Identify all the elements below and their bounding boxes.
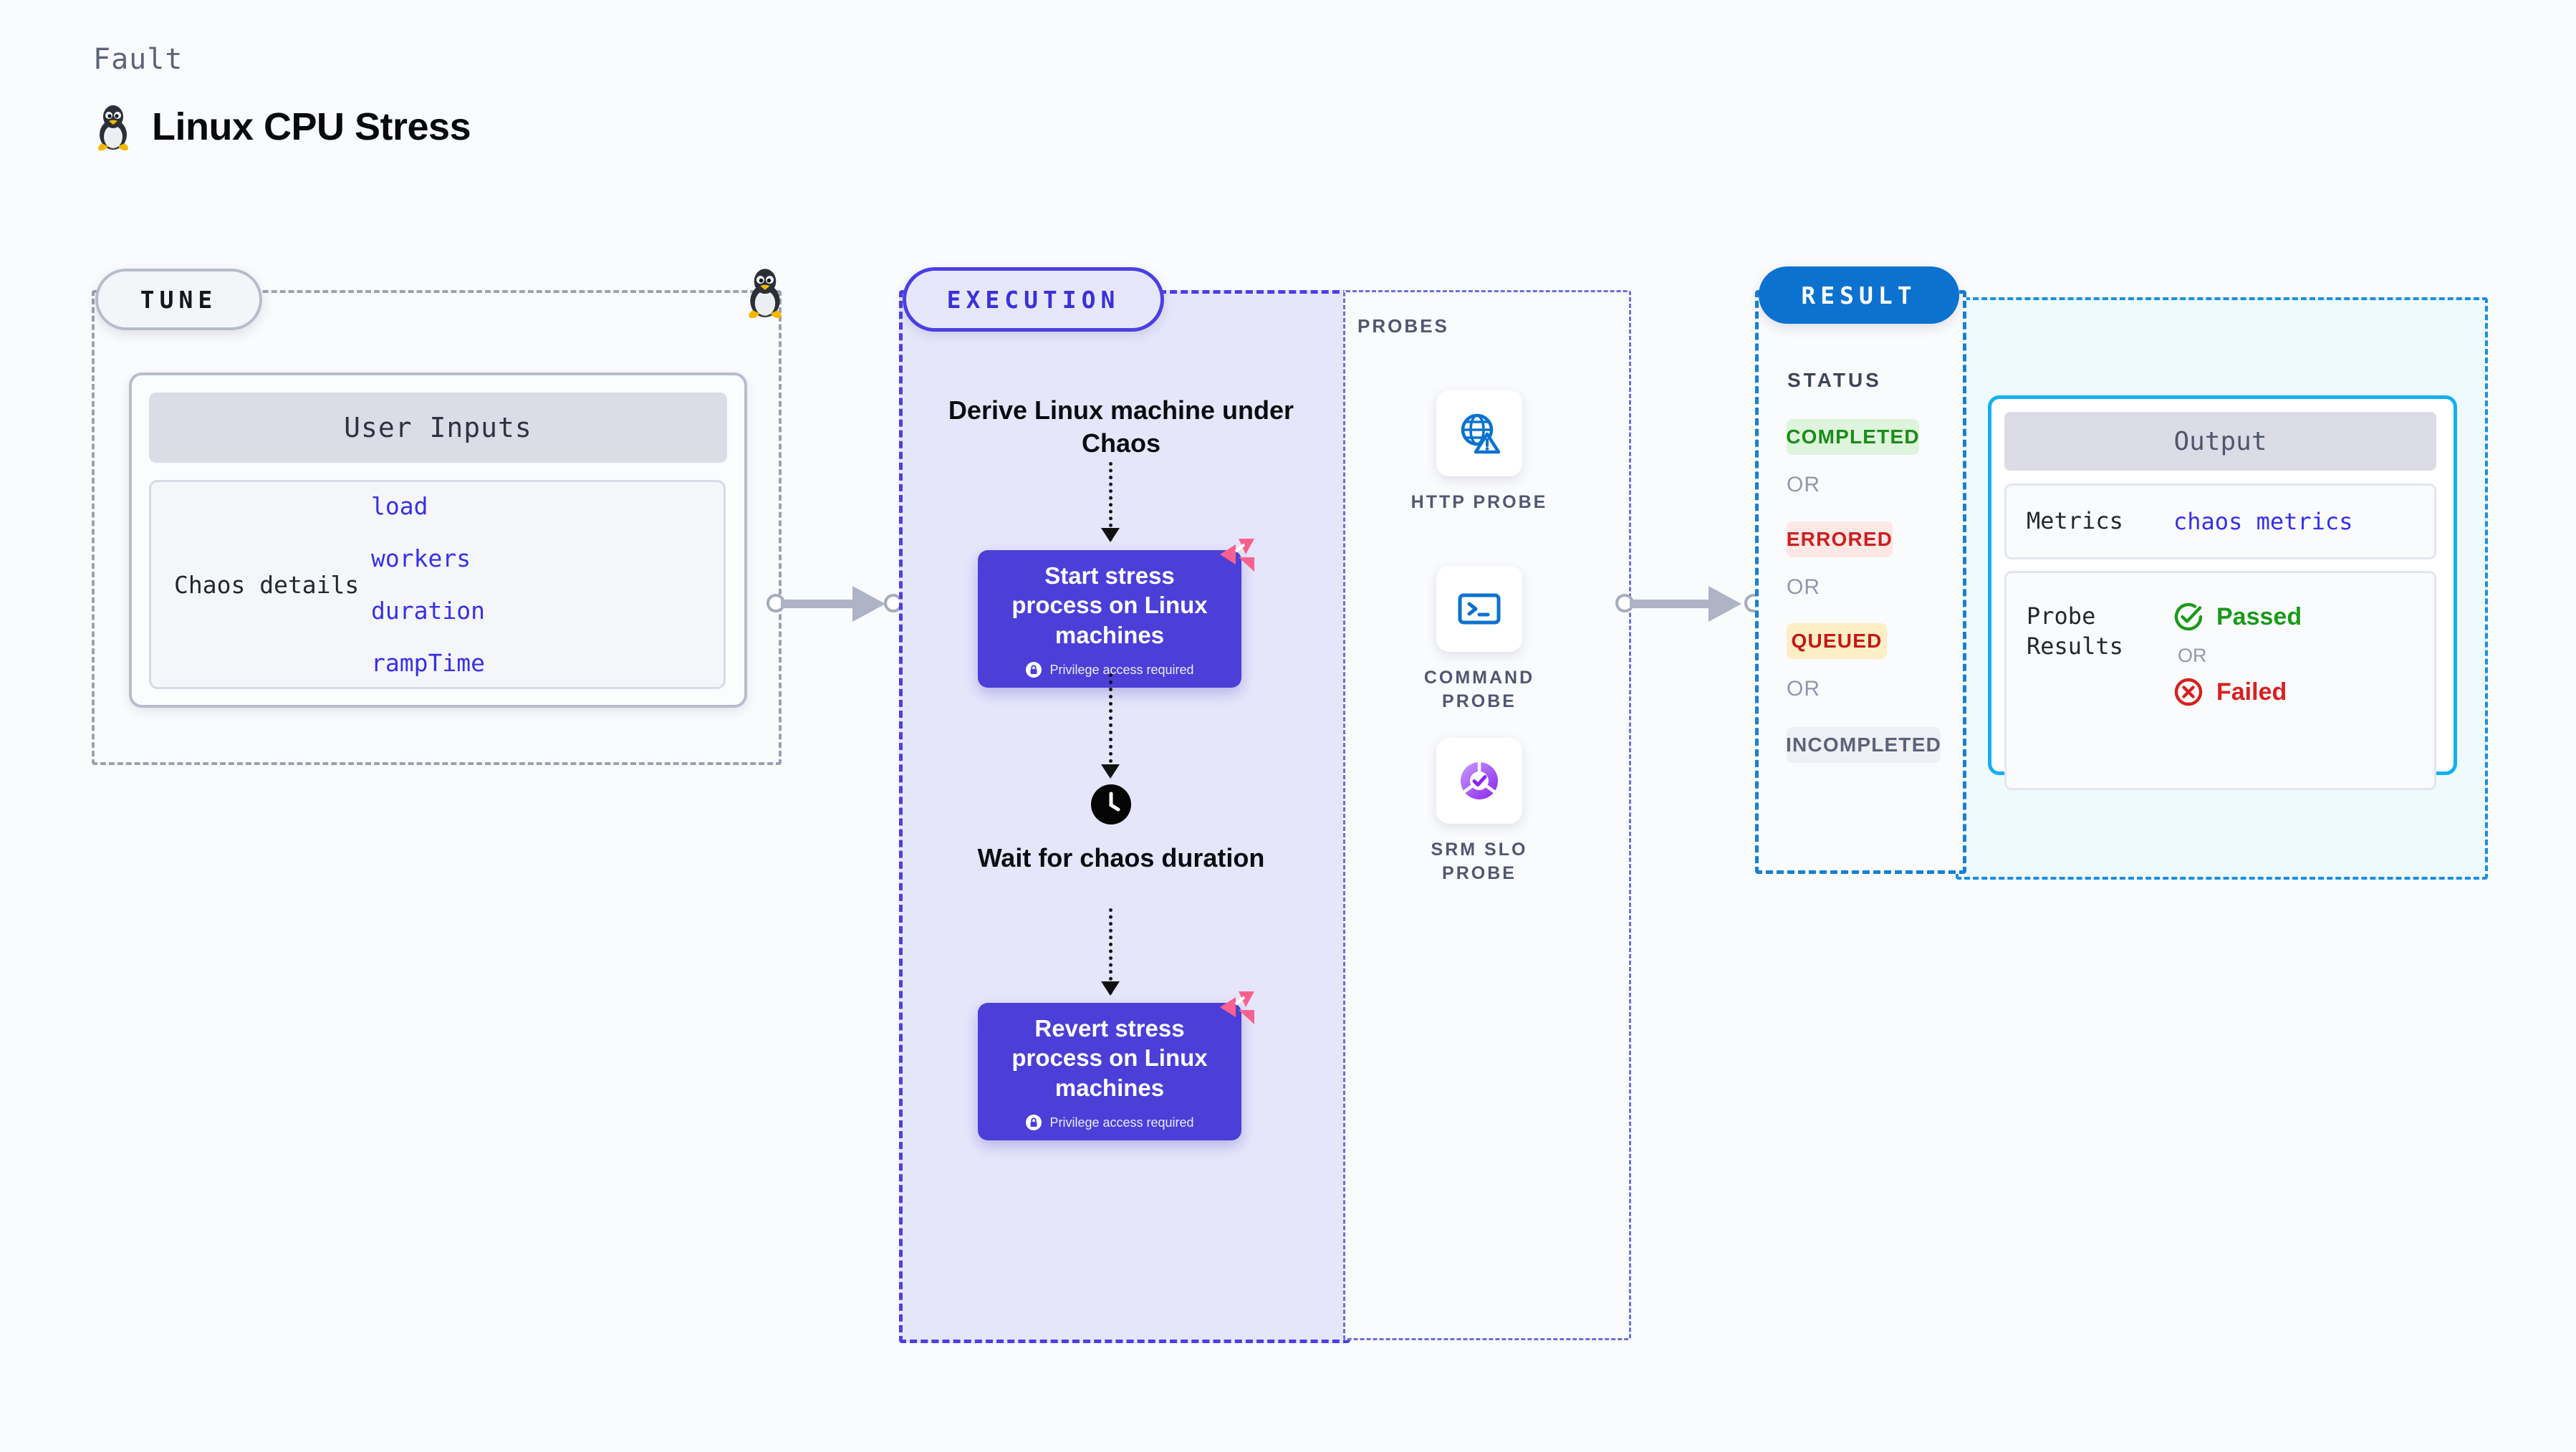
probe-result-failed-text: Failed	[2216, 678, 2287, 706]
terminal-icon	[1458, 593, 1501, 625]
probes-section-label: PROBES	[1357, 315, 1449, 337]
probe-command-tile	[1436, 566, 1522, 652]
status-or-3: OR	[1787, 677, 1820, 701]
page-title: Linux CPU Stress	[152, 105, 471, 148]
flow-arrow-3	[1101, 908, 1120, 996]
chaos-param-duration: duration	[371, 597, 485, 625]
status-or-1: OR	[1787, 473, 1820, 496]
connector-execution-to-result	[1615, 586, 1766, 622]
probe-result-failed: Failed	[2173, 677, 2302, 707]
start-stress-title: Start stress process on Linux machines	[1011, 562, 1208, 648]
wait-step-label: Wait for chaos duration	[977, 843, 1265, 872]
linux-penguin-icon	[98, 105, 128, 150]
revert-stress-card[interactable]: Revert stress process on Linux machines …	[978, 991, 1254, 1140]
x-circle-icon	[2174, 678, 2203, 706]
chaos-param-workers: workers	[371, 544, 471, 572]
revert-privilege-text: Privilege access required	[1049, 1115, 1194, 1130]
probe-http-tile	[1436, 390, 1522, 476]
chaos-details-row: Chaos details load workers duration ramp…	[149, 480, 726, 689]
probe-command[interactable]: COMMAND PROBE	[1424, 566, 1532, 713]
revert-stress-title: Revert stress process on Linux machines	[1011, 1014, 1208, 1101]
status-or-2: OR	[1787, 575, 1820, 599]
metrics-value: chaos metrics	[2173, 508, 2353, 535]
probe-results-row: Probe Results Passed OR Failed	[2004, 571, 2436, 790]
status-label: STATUS	[1787, 369, 1882, 391]
status-badge-incompleted: INCOMPLETED	[1786, 727, 1941, 763]
tune-pill[interactable]: TUNE	[95, 269, 262, 330]
tune-section	[92, 290, 782, 765]
status-badge-queued: QUEUED	[1787, 623, 1887, 659]
page-title-row: Linux CPU Stress	[93, 103, 471, 150]
status-badge-completed: COMPLETED	[1786, 419, 1919, 455]
result-pill[interactable]: RESULT	[1759, 266, 1959, 324]
globe-warning-icon	[1461, 413, 1501, 454]
probe-http[interactable]: HTTP PROBE	[1411, 390, 1545, 514]
metrics-row: Metrics chaos metrics	[2004, 484, 2436, 559]
start-privilege-note: Privilege access required	[1025, 661, 1194, 678]
probe-command-label: COMMAND PROBE	[1423, 668, 1535, 711]
probe-results-values: Passed OR Failed	[2173, 602, 2302, 707]
chaos-param-ramptime: rampTime	[371, 649, 485, 677]
chaos-param-load: load	[371, 492, 428, 520]
connector-tune-to-execution	[766, 586, 903, 622]
metrics-label: Metrics	[2027, 507, 2123, 535]
user-inputs-header: User Inputs	[149, 393, 727, 463]
probe-result-passed: Passed	[2173, 602, 2302, 632]
start-stress-card[interactable]: Start stress process on Linux machines P…	[978, 539, 1254, 688]
litmus-logo-icon	[1220, 991, 1254, 1024]
probe-srm-slo-tile	[1436, 738, 1522, 824]
lock-icon	[1026, 1115, 1042, 1131]
probe-result-or: OR	[2178, 645, 2207, 666]
clock-icon	[1091, 784, 1131, 824]
probe-srm-slo[interactable]: SRM SLO PROBE	[1429, 738, 1529, 885]
user-inputs-card: User Inputs Chaos details load workers d…	[129, 372, 747, 708]
flow-arrow-1	[1101, 462, 1120, 542]
derive-step-label: Derive Linux machine under Chaos	[948, 395, 1294, 458]
revert-privilege-note: Privilege access required	[1025, 1114, 1194, 1131]
probe-results-label-text: Probe Results	[2027, 602, 2123, 660]
check-circle-icon	[2174, 602, 2203, 631]
probe-results-label: Probe Results	[2027, 602, 2173, 661]
fault-kicker: Fault	[93, 43, 183, 76]
start-privilege-text: Privilege access required	[1049, 662, 1194, 677]
slo-donut-check-icon	[1461, 762, 1498, 799]
litmus-logo-icon	[1220, 539, 1254, 572]
execution-pill[interactable]: EXECUTION	[903, 267, 1164, 332]
result-status-section	[1755, 290, 1966, 874]
page-header: Fault Linux CPU Stress	[93, 43, 471, 150]
chaos-details-values: load workers duration rampTime	[371, 492, 485, 677]
flow-arrow-2	[1101, 673, 1120, 779]
output-header: Output	[2004, 412, 2436, 471]
status-badge-errored: ERRORED	[1787, 521, 1893, 557]
tune-linux-penguin-icon	[749, 269, 782, 318]
lock-icon	[1026, 662, 1042, 678]
probe-http-label: HTTP PROBE	[1410, 492, 1548, 512]
chaos-details-label: Chaos details	[174, 570, 360, 599]
probe-srm-slo-label: SRM SLO PROBE	[1431, 840, 1528, 883]
output-card: Output Metrics chaos metrics Probe Resul…	[1988, 395, 2457, 790]
probe-result-passed-text: Passed	[2216, 602, 2302, 630]
